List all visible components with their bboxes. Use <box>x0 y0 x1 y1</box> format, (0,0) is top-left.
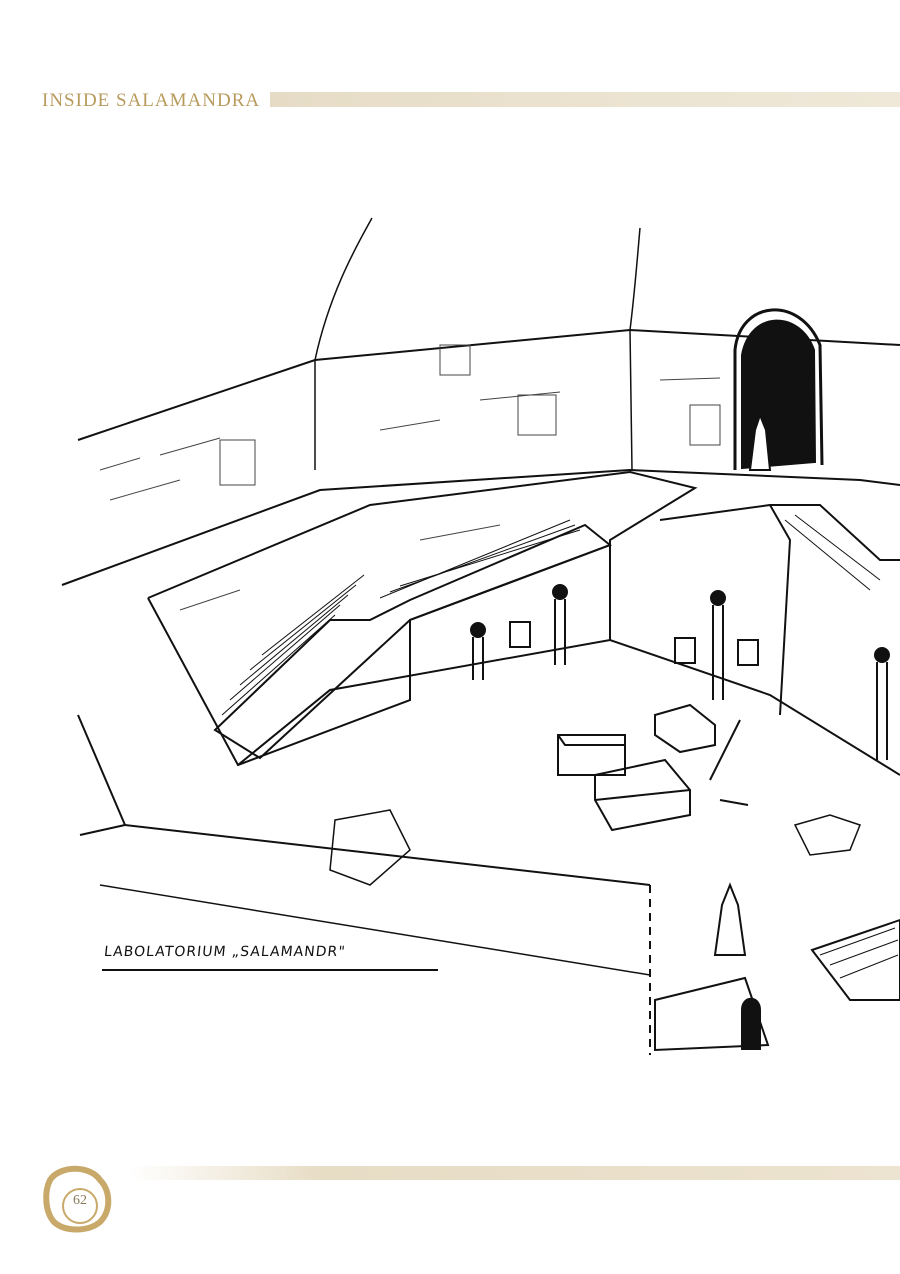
header-band <box>270 92 900 107</box>
running-header: INSIDE SALAMANDRA <box>42 90 261 111</box>
footer-band <box>130 1166 900 1180</box>
illustration-caption: LABOLATORIUM „SALAMANDR" <box>103 944 347 960</box>
dungeon-illustration <box>61 217 900 1055</box>
page-number: 62 <box>73 1193 87 1208</box>
salamander-emblem-icon <box>43 1165 112 1233</box>
